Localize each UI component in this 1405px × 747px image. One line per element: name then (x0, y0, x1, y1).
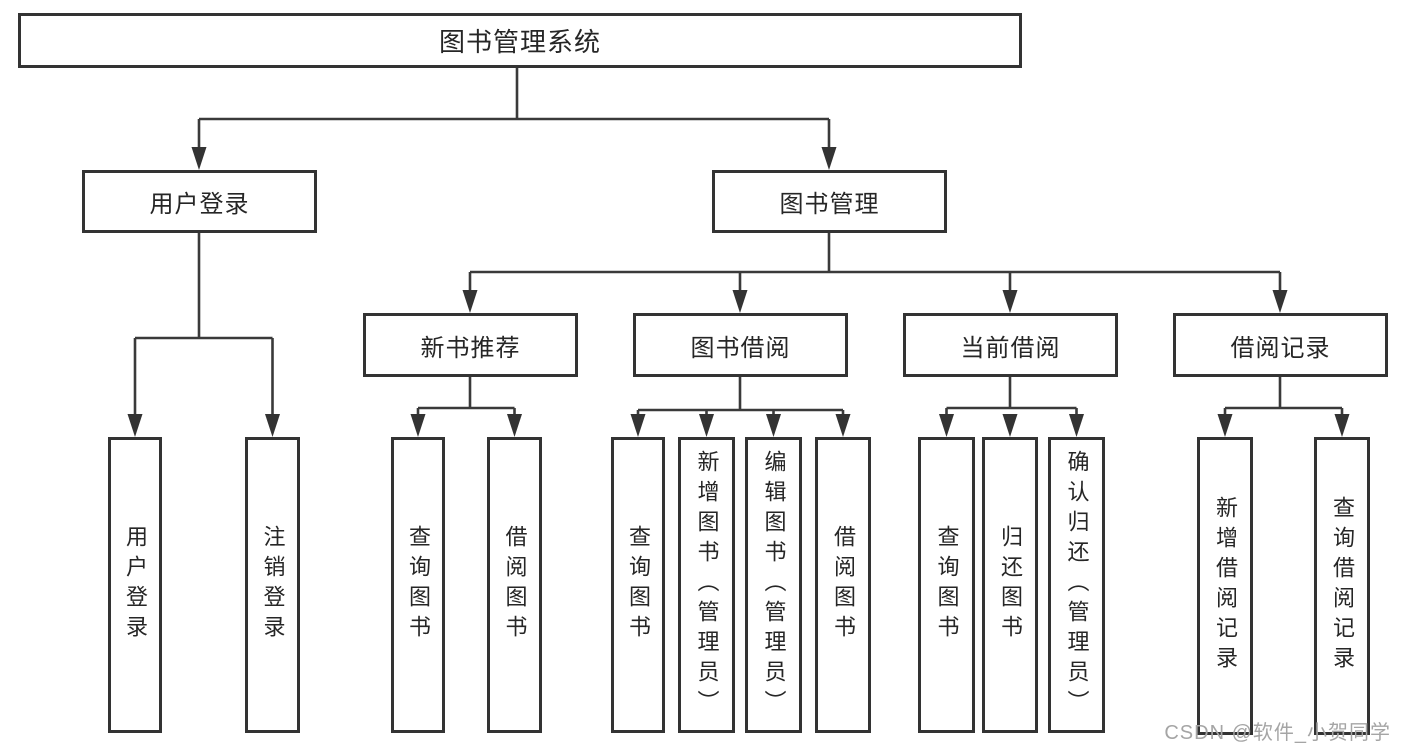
leaf-current-query-books: 查询图书 (918, 437, 975, 733)
leaf-recommend-borrow-books: 借阅图书 (487, 437, 542, 733)
node-label: 新书推荐 (420, 334, 521, 362)
node-label: 图书借阅 (690, 334, 791, 362)
node-label: 归还图书 (998, 525, 1023, 645)
node-current-borrowing: 当前借阅 (903, 313, 1118, 377)
node-book-borrowing: 图书借阅 (633, 313, 848, 377)
node-borrowing-records: 借阅记录 (1173, 313, 1388, 377)
node-label: 注销登录 (260, 525, 286, 645)
csdn-watermark: CSDN @软件_小贺同学 (1164, 722, 1391, 744)
leaf-borrow-borrow-books: 借阅图书 (815, 437, 871, 733)
connector-borrowing-records-to-children (1217, 377, 1350, 437)
leaf-logout: 注销登录 (245, 437, 300, 733)
connector-current-borrowing-to-children (939, 377, 1084, 437)
connector-user-login-to-children (127, 233, 280, 437)
connector-book-management-to-level3 (462, 233, 1288, 313)
node-label: 查询图书 (406, 525, 431, 645)
connector-new-book-recommend-to-children (410, 377, 522, 437)
node-label: 图书管理系统 (438, 27, 601, 57)
node-label: 确认归还（管理员） (1064, 450, 1090, 720)
node-root: 图书管理系统 (18, 13, 1022, 68)
node-user-login: 用户登录 (82, 170, 317, 233)
connector-book-borrowing-to-children (630, 377, 851, 437)
leaf-borrow-edit-books-admin: 编辑图书（管理员） (745, 437, 802, 733)
leaf-recommend-query-books: 查询图书 (391, 437, 445, 733)
node-label: 编辑图书（管理员） (761, 450, 787, 720)
leaf-current-confirm-return-admin: 确认归还（管理员） (1048, 437, 1105, 733)
node-label: 查询图书 (934, 525, 960, 645)
node-label: 当前借阅 (960, 334, 1061, 362)
leaf-user-login: 用户登录 (108, 437, 162, 733)
node-book-management: 图书管理 (712, 170, 947, 233)
node-new-book-recommend: 新书推荐 (363, 313, 578, 377)
leaf-records-add-record: 新增借阅记录 (1197, 437, 1253, 735)
node-label: 查询借阅记录 (1330, 496, 1355, 676)
node-label: 图书管理 (779, 191, 880, 218)
node-label: 新增图书（管理员） (694, 450, 720, 720)
leaf-records-query-record: 查询借阅记录 (1314, 437, 1370, 735)
node-label: 用户登录 (149, 191, 250, 218)
leaf-borrow-query-books: 查询图书 (611, 437, 665, 733)
node-label: 用户登录 (123, 525, 148, 645)
node-label: 新增借阅记录 (1213, 496, 1238, 676)
connector-root-to-level2 (191, 68, 837, 170)
node-label: 借阅图书 (502, 525, 528, 645)
node-label: 借阅记录 (1230, 334, 1331, 362)
node-label: 查询图书 (626, 525, 651, 645)
node-label: 借阅图书 (831, 525, 856, 645)
leaf-current-return-books: 归还图书 (982, 437, 1038, 733)
leaf-borrow-add-books-admin: 新增图书（管理员） (678, 437, 735, 733)
